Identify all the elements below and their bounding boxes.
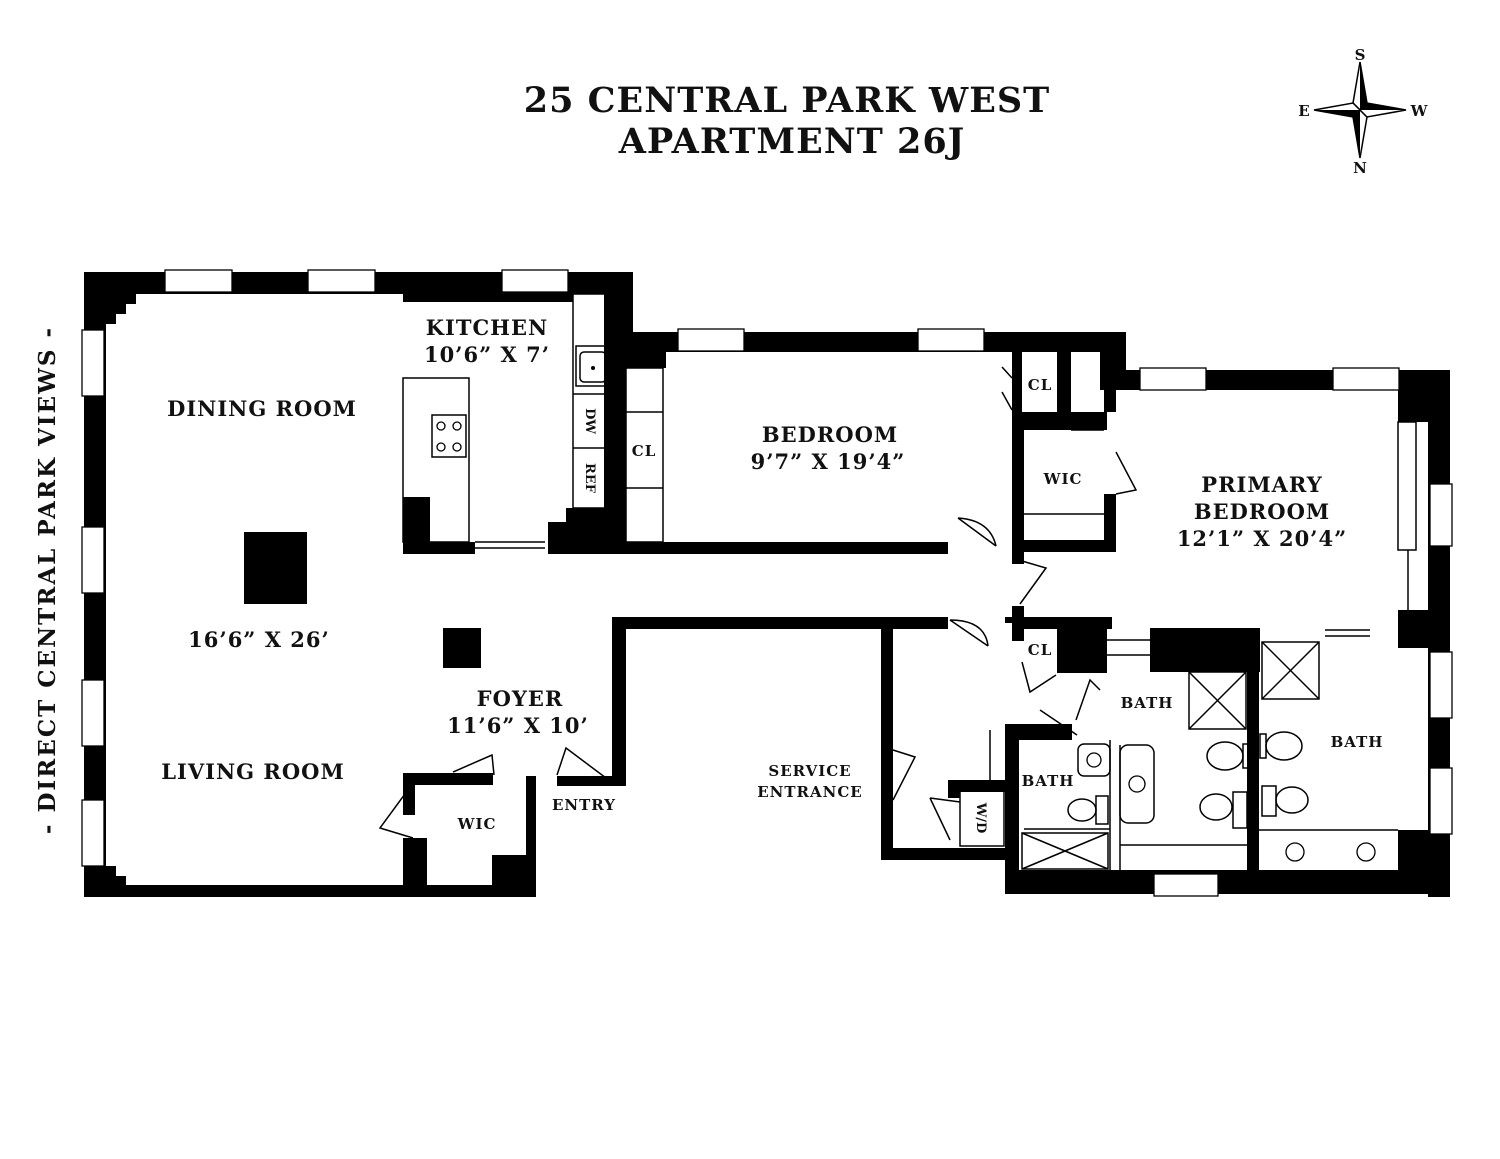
wic-bedroom-label: WIC — [1043, 470, 1083, 488]
doors — [378, 366, 1370, 841]
toilet-icon — [1067, 731, 1309, 829]
windows — [81, 269, 1453, 897]
stove-icon — [431, 414, 467, 458]
bath-right-label: BATH — [1331, 733, 1384, 751]
wic-foyer-label: WIC — [457, 815, 497, 833]
primary-bedroom-label-1: PRIMARY — [1201, 472, 1322, 497]
walls — [84, 272, 1450, 897]
washer-dryer-label: W/D — [973, 802, 988, 834]
cl-hall-label: CL — [1028, 641, 1053, 659]
bedroom-dim: 9’7” X 19’4” — [751, 449, 906, 474]
primary-bedroom-dim: 12’1” X 20’4” — [1177, 526, 1347, 551]
compass-s: S — [1355, 46, 1366, 64]
living-dining-dim: 16’6” X 26’ — [188, 627, 330, 652]
central-park-views-note: - DIRECT CENTRAL PARK VIEWS - — [34, 326, 61, 834]
kitchen-label: KITCHEN — [426, 315, 548, 340]
kitchen-dim: 10’6” X 7’ — [424, 342, 550, 367]
compass-e: E — [1298, 102, 1309, 120]
foyer-label: FOYER — [477, 686, 564, 711]
primary-bedroom-label-2: BEDROOM — [1194, 499, 1330, 524]
compass-w: W — [1410, 102, 1429, 120]
entry-label: ENTRY — [552, 796, 616, 814]
compass-icon — [1313, 61, 1407, 159]
refrigerator-label: REF — [582, 463, 597, 494]
cl-bedroom-label: CL — [632, 442, 657, 460]
plan-title-line1: 25 CENTRAL PARK WEST — [524, 80, 1050, 121]
entrance-label: ENTRANCE — [757, 783, 863, 801]
compass-n: N — [1353, 159, 1367, 177]
fixtures — [431, 351, 1376, 870]
dishwasher-label: DW — [582, 408, 597, 434]
room-labels: KITCHEN 10’6” X 7’ DINING ROOM 16’6” X 2… — [161, 315, 1384, 834]
living-room-label: LIVING ROOM — [161, 759, 344, 784]
shower-icon — [1021, 641, 1320, 870]
foyer-dim: 11’6” X 10’ — [447, 713, 589, 738]
bedroom-label: BEDROOM — [762, 422, 898, 447]
cl-top-label: CL — [1028, 376, 1053, 394]
plan-title-line2: APARTMENT 26J — [618, 121, 966, 162]
service-label: SERVICE — [768, 762, 851, 780]
basin-icon — [1077, 743, 1376, 862]
dining-room-label: DINING ROOM — [167, 396, 357, 421]
bath-center-label: BATH — [1121, 694, 1174, 712]
sink-icon — [579, 351, 607, 383]
interior-lines — [402, 293, 1417, 870]
bath-small-label: BATH — [1022, 772, 1075, 790]
